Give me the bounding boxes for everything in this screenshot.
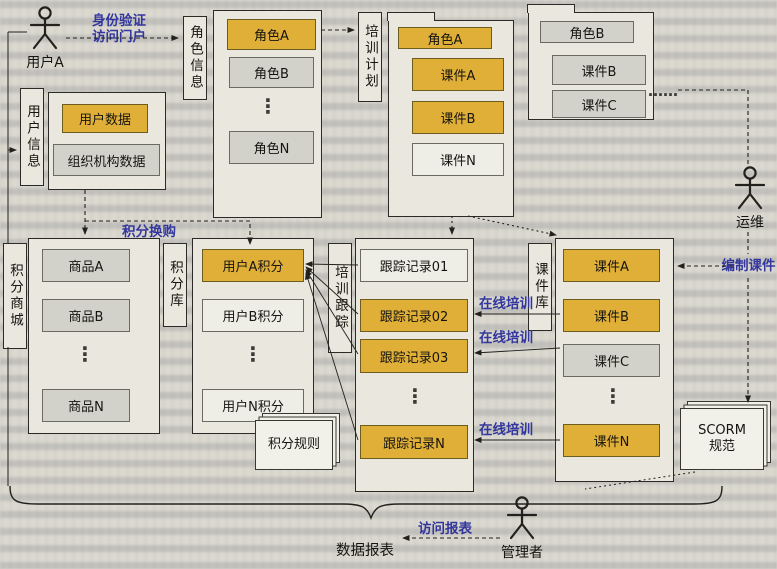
training-plan-tab: 培训计划	[358, 12, 382, 102]
role-b-node: 角色B	[229, 57, 314, 88]
lib-cw-b-node: 课件B	[563, 299, 660, 332]
person-icon	[29, 6, 61, 50]
manager-label: 管理者	[501, 545, 543, 561]
goods-n-node: 商品N	[42, 389, 130, 422]
auth-flow-label: 身份验证 访问门户	[86, 13, 152, 45]
points-user-n-node: 用户N积分	[202, 389, 304, 422]
courseware-lib-tab: 课件库	[528, 243, 552, 331]
org-data-node: 组织机构数据	[53, 144, 160, 176]
role-info-tab: 角色信息	[183, 16, 207, 100]
scorm-line1: SCORM	[698, 422, 746, 438]
goods-ellipsis: ⋮	[73, 342, 97, 364]
folders-ellipsis: ……	[648, 82, 678, 100]
person-icon	[506, 496, 538, 540]
role-a-cw-b: 课件B	[412, 101, 504, 134]
manager-actor: 管理者	[490, 496, 554, 562]
points-redeem-label: 积分换购	[122, 224, 176, 240]
lib-cw-a-node: 课件A	[563, 249, 660, 282]
online-training-label-3: 在线培训	[479, 422, 533, 438]
points-lib-tab: 积分库	[163, 243, 187, 327]
tracking-tab: 培训跟踪	[328, 243, 352, 353]
lib-ellipsis: ⋮	[601, 384, 625, 406]
edge-folders-ops	[678, 89, 749, 164]
person-icon	[734, 166, 766, 210]
edge-folder-lib	[467, 215, 557, 237]
track-02-node: 跟踪记录02	[360, 299, 468, 332]
user-data-node: 用户数据	[62, 104, 148, 133]
user-a-actor: 用户A	[13, 6, 77, 72]
role-n-node: 角色N	[229, 131, 314, 164]
track-03-node: 跟踪记录03	[360, 339, 468, 373]
role-b-cw-b: 课件B	[552, 55, 646, 85]
role-a-folder-title: 角色A	[398, 27, 492, 49]
points-rules-label: 积分规则	[267, 436, 320, 452]
auth-line1: 身份验证	[92, 13, 146, 29]
points-rules-sheet: 积分规则	[255, 420, 333, 470]
compile-courseware-label: 编制课件	[721, 258, 776, 274]
online-training-label-2: 在线培训	[479, 330, 533, 346]
role-a-cw-n: 课件N	[412, 143, 504, 176]
auth-line2: 访问门户	[92, 29, 146, 46]
user-a-label: 用户A	[26, 55, 64, 71]
role-a-cw-a: 课件A	[412, 58, 504, 91]
track-ellipsis: ⋮	[403, 384, 427, 406]
points-user-a-node: 用户A积分	[202, 249, 304, 282]
scorm-sheet: SCORM 规范	[680, 408, 764, 470]
lib-cw-c-node: 课件C	[563, 344, 660, 377]
track-01-node: 跟踪记录01	[360, 249, 468, 282]
lib-cw-n-node: 课件N	[563, 424, 660, 457]
ops-label: 运维	[736, 215, 764, 231]
track-n-node: 跟踪记录N	[360, 425, 468, 459]
role-a-node: 角色A	[227, 19, 316, 50]
points-user-b-node: 用户B积分	[202, 299, 304, 332]
online-training-label-1: 在线培训	[479, 296, 533, 312]
scorm-line2: 规范	[708, 439, 735, 454]
role-b-cw-c: 课件C	[552, 90, 646, 118]
goods-a-node: 商品A	[42, 249, 130, 282]
data-report-label: 数据报表	[336, 543, 394, 559]
points-rules-doc: 积分规则	[255, 413, 340, 470]
ops-actor: 运维	[718, 166, 777, 232]
edge-online-2	[474, 347, 561, 356]
access-report-label: 访问报表	[418, 521, 472, 537]
role-b-folder-title: 角色B	[540, 21, 634, 43]
scorm-doc: SCORM 规范	[680, 401, 771, 470]
points-mall-tab: 积分商城	[3, 243, 27, 349]
goods-b-node: 商品B	[42, 299, 130, 332]
points-ellipsis: ⋮	[241, 342, 265, 364]
roles-ellipsis: ⋮	[256, 94, 280, 116]
user-info-tab: 用户信息	[20, 88, 44, 186]
